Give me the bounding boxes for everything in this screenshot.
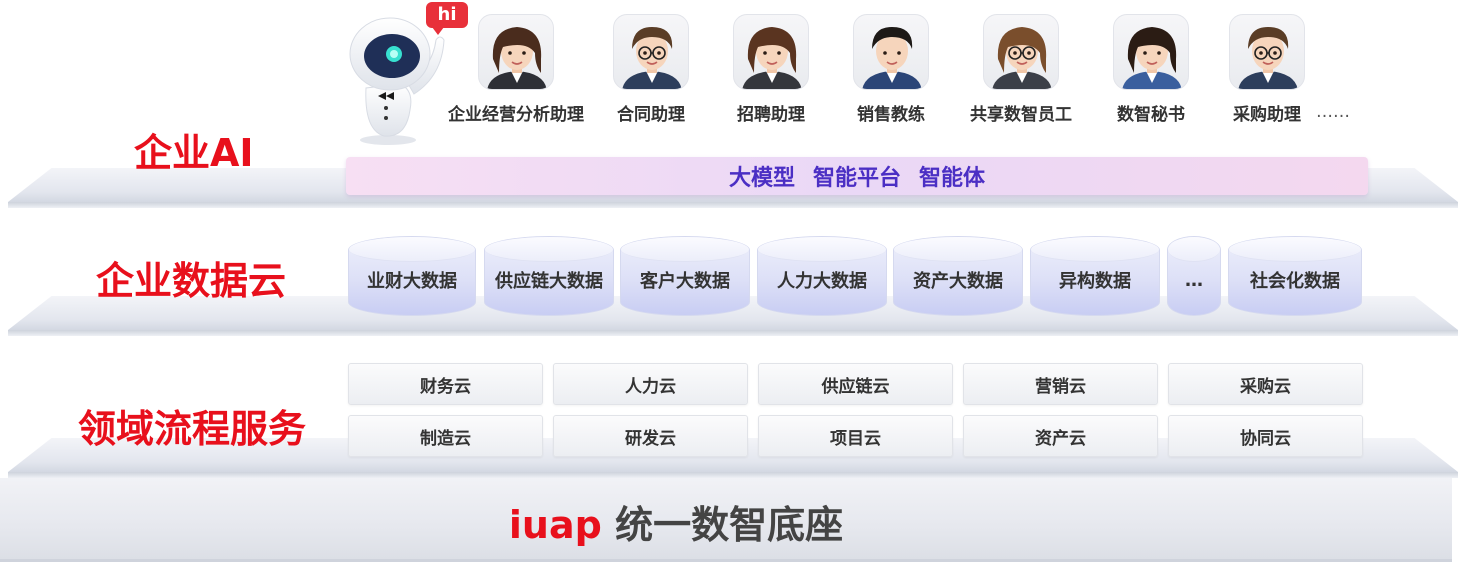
data-cylinder: … (1167, 236, 1221, 316)
agent-name: 销售教练 (857, 105, 925, 125)
woman-bob-icon (478, 14, 554, 90)
agents-more: …… (1316, 102, 1350, 122)
data-cylinder: 社会化数据 (1228, 236, 1362, 316)
robot-mascot-icon (344, 10, 454, 148)
agent-name: 合同助理 (617, 105, 685, 125)
base-title-text: 统一数智底座 (615, 503, 844, 547)
hi-bubble: hi (426, 2, 468, 35)
domain-cell: 研发云 (553, 415, 748, 457)
bar-item-agent: 智能体 (919, 166, 986, 191)
domain-cell: 财务云 (348, 363, 543, 405)
data-cylinder: 供应链大数据 (484, 236, 614, 316)
domain-cell: 供应链云 (758, 363, 953, 405)
domain-cell: 协同云 (1168, 415, 1363, 457)
agent-name: 共享数智员工 (970, 105, 1072, 125)
data-cylinder: 业财大数据 (348, 236, 476, 316)
data-cylinder: 人力大数据 (757, 236, 887, 316)
data-cylinder-label: 供应链大数据 (495, 271, 603, 292)
domain-cell: 资产云 (963, 415, 1158, 457)
woman-bob-icon (733, 14, 809, 90)
agent-name: 招聘助理 (737, 105, 805, 125)
man-glasses-icon (1229, 14, 1305, 90)
bar-item-platform: 智能平台 (812, 166, 901, 191)
agent-card: 数智秘书 (1071, 14, 1231, 125)
domain-layer-label: 领域流程服务 (78, 407, 307, 451)
bar-item-llm: 大模型 (728, 166, 795, 191)
man-suit-icon (853, 14, 929, 90)
data-cylinder: 异构数据 (1030, 236, 1160, 316)
domain-cell: 制造云 (348, 415, 543, 457)
agent-name: 数智秘书 (1117, 105, 1185, 125)
domain-cell: 项目云 (758, 415, 953, 457)
domain-cell: 人力云 (553, 363, 748, 405)
domain-cell: 营销云 (963, 363, 1158, 405)
base-title: iuap 统一数智底座 (0, 494, 1352, 549)
data-cylinder: 客户大数据 (620, 236, 750, 316)
woman-glasses-icon (983, 14, 1059, 90)
iuap-base (0, 478, 1452, 562)
agent-name: 企业经营分析助理 (448, 105, 584, 125)
agent-card: 销售教练 (811, 14, 971, 125)
ai-capability-bar: 大模型 智能平台 智能体 (346, 157, 1368, 195)
ai-layer-label: 企业AI (134, 131, 254, 175)
data-cylinder-label: 人力大数据 (777, 271, 867, 292)
base-brand: iuap (508, 503, 602, 547)
data-cylinder-label: 客户大数据 (640, 271, 730, 292)
data-cylinder-label: 业财大数据 (367, 271, 457, 292)
data-cylinder: 资产大数据 (893, 236, 1023, 316)
data-cylinder-label: 异构数据 (1059, 271, 1131, 292)
data-cylinder-label: 资产大数据 (913, 271, 1003, 292)
data-layer-label: 企业数据云 (96, 259, 287, 303)
domain-cell: 采购云 (1168, 363, 1363, 405)
agent-card: 共享数智员工 (941, 14, 1101, 125)
agent-card: 合同助理 (571, 14, 731, 125)
agent-card: 采购助理 (1187, 14, 1347, 125)
agent-name: 采购助理 (1233, 105, 1301, 125)
man-glasses-icon (613, 14, 689, 90)
data-cylinder-label: … (1185, 269, 1203, 291)
agent-card: 招聘助理 (691, 14, 851, 125)
hi-bubble-text: hi (437, 4, 457, 25)
woman-blue-icon (1113, 14, 1189, 90)
agent-card: 企业经营分析助理 (436, 14, 596, 125)
data-cylinder-label: 社会化数据 (1250, 271, 1340, 292)
